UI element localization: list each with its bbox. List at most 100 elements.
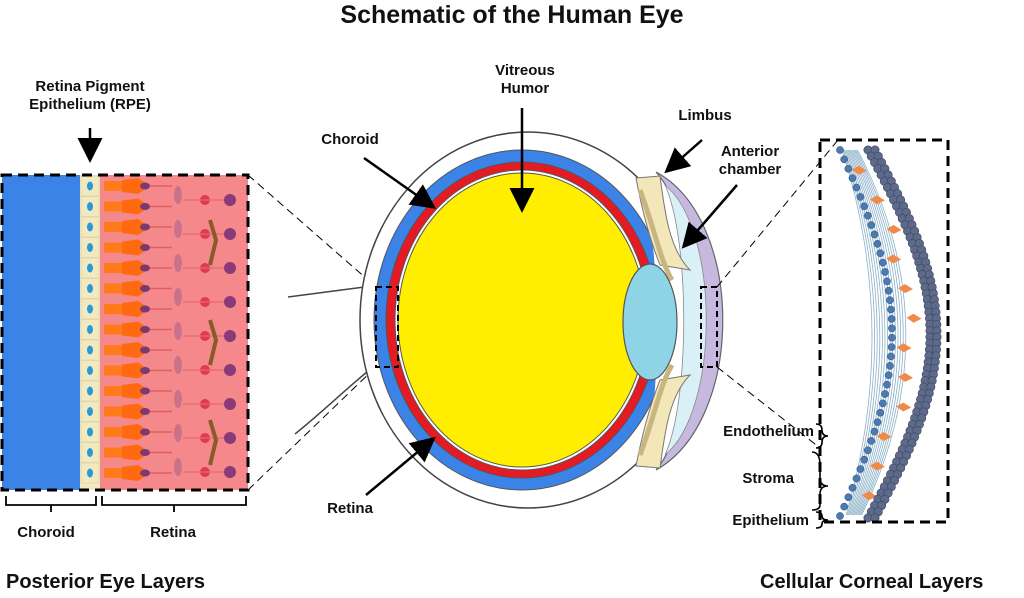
endothelial-cell [844, 164, 853, 173]
bipolar-cell [174, 220, 182, 238]
endothelial-cell [840, 502, 849, 511]
keratocyte [906, 313, 922, 323]
vitreous-humor [397, 172, 647, 468]
endothelial-cell [867, 437, 876, 445]
retina-arrow [365, 436, 436, 496]
photoreceptor-segment [104, 263, 122, 273]
photoreceptor-nucleus [140, 428, 150, 436]
endothelium-label: Endothelium [723, 423, 814, 440]
endothelial-cell [886, 361, 894, 370]
limbus-label: Limbus [678, 107, 732, 124]
anterior-chamber-label: Anterior chamber [700, 143, 800, 179]
photoreceptor-nucleus [140, 326, 150, 333]
rpe-cell [80, 257, 100, 279]
photoreceptor-body [122, 424, 150, 440]
photoreceptor-body [122, 342, 150, 358]
cornea-zoom-box [700, 286, 718, 368]
ganglion-cell [224, 228, 236, 240]
photoreceptor-nucleus [140, 408, 150, 415]
rpe-cell [80, 421, 100, 443]
muller-glia [208, 419, 219, 466]
keratocyte [896, 343, 912, 353]
endothelial-cell [878, 258, 887, 267]
rpe-nucleus [87, 345, 93, 355]
keratocyte [869, 461, 885, 471]
endothelial-cell [887, 352, 895, 361]
keratocyte [869, 195, 885, 205]
anterior-label-line1: Anterior [720, 143, 780, 160]
photoreceptor-body [122, 403, 150, 420]
rpe-label-line2: Epithelium (RPE) [29, 96, 151, 113]
rpe-nucleus [87, 243, 93, 252]
retina-cells [104, 178, 236, 481]
photoreceptor-nucleus [140, 449, 150, 456]
photoreceptor-nucleus [140, 367, 150, 374]
posterior-footer: Posterior Eye Layers [6, 571, 205, 593]
stroma-lamella [848, 149, 888, 516]
choroid-bracket [5, 496, 97, 512]
photoreceptor-body [122, 383, 150, 399]
retina-bracket-label: Retina [150, 524, 196, 541]
photoreceptor-body [122, 280, 150, 297]
ganglion-cell [224, 330, 236, 342]
rpe-nucleus [87, 468, 93, 478]
photoreceptor-nucleus [140, 182, 150, 190]
photoreceptor-nucleus [140, 305, 150, 313]
choroid-layer [2, 175, 80, 490]
stroma-lamella [841, 149, 873, 516]
rpe-cell [80, 196, 100, 217]
photoreceptor-segment [104, 283, 122, 294]
endothelial-cell [860, 455, 869, 464]
ganglion-cell [224, 262, 236, 274]
endothelial-cell [881, 268, 889, 276]
endothelial-cell [840, 155, 849, 164]
anterior-label-line2: chamber [718, 161, 782, 178]
limbus-arrow [664, 139, 703, 174]
rpe-nucleus [87, 427, 93, 437]
endothelial-cell [884, 286, 893, 295]
photoreceptor-nucleus [140, 244, 150, 251]
bipolar-cell [174, 356, 182, 374]
ciliary-body [635, 175, 692, 271]
photoreceptor-nucleus [140, 285, 150, 292]
vitreous-label: Vitreous Humor [475, 62, 575, 98]
photoreceptor-nucleus [140, 223, 150, 231]
endothelial-cell [870, 427, 879, 436]
endothelial-cell [888, 324, 896, 333]
ganglion-cell [224, 466, 236, 478]
endothelial-cell [884, 371, 893, 380]
rpe-nucleus [87, 284, 93, 293]
photoreceptor-body [122, 178, 150, 194]
endothelial-cell [863, 446, 872, 455]
choroid-arrow [363, 156, 437, 209]
muller-glia [208, 319, 219, 366]
endothelial-cell [863, 211, 872, 220]
endothelial-cell [873, 239, 882, 248]
photoreceptor-segment [104, 386, 122, 396]
rpe-nucleus [87, 263, 93, 273]
endothelial-cell [856, 465, 865, 473]
choroid-bracket-label: Choroid [17, 524, 75, 541]
endothelial-cell [886, 296, 894, 305]
photoreceptor-segment [104, 427, 122, 437]
rpe-nucleus [87, 407, 93, 416]
bipolar-cell [174, 186, 182, 204]
keratocyte [851, 165, 867, 175]
rpe-nucleus [87, 181, 93, 191]
rpe-nucleus [87, 386, 93, 396]
rpe-nucleus [87, 304, 93, 314]
ganglion-cell [224, 194, 236, 206]
cornea-frame [818, 138, 950, 524]
endothelial-cell [873, 418, 882, 427]
ganglion-cell [224, 398, 236, 410]
ganglion-cell [224, 364, 236, 376]
rpe-cell [80, 339, 100, 361]
vitreous-label-line2: Humor [500, 80, 550, 97]
rpe-nucleus [87, 325, 93, 334]
endothelial-cell [883, 380, 891, 389]
stroma-lamella [847, 149, 886, 516]
photoreceptor-nucleus [140, 264, 150, 272]
bipolar-cell [174, 424, 182, 442]
diagram-title: Schematic of the Human Eye [340, 1, 684, 29]
bipolar-cell [174, 254, 182, 272]
